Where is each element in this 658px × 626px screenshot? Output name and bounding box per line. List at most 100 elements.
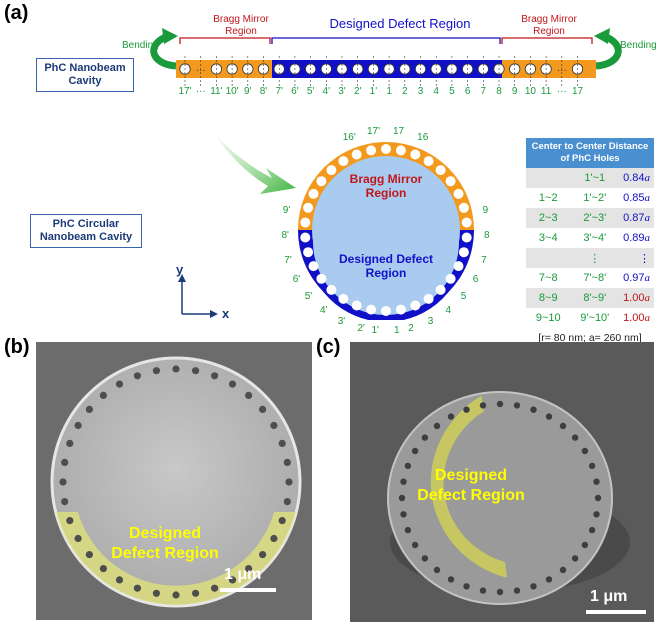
nanobeam-line2: Cavity xyxy=(68,75,102,87)
ring-index-label: 4' xyxy=(319,305,328,317)
sem-c-hole xyxy=(588,462,596,470)
table-cell-pair-prime: 7'~8' xyxy=(583,272,607,284)
sem-c-defect-highlight xyxy=(430,395,508,578)
sem-b-hole xyxy=(61,498,69,506)
sem-b-hole xyxy=(192,589,200,597)
sem-c-scale-label: 1 μm xyxy=(590,588,628,605)
sem-c-hole xyxy=(581,541,589,549)
sem-c-hole xyxy=(447,576,455,583)
ring-hole xyxy=(308,188,319,199)
table-cell-pair-prime: 8'~9' xyxy=(583,292,607,304)
ring-defect-label: Designed Defect Region xyxy=(328,252,444,280)
ring-index-label: 1' xyxy=(371,325,379,337)
sem-b-hole xyxy=(59,478,67,486)
ring-hole xyxy=(326,284,337,295)
bragg-right-line1: Bragg Mirror xyxy=(521,14,577,25)
table-cell-pair: 1~2 xyxy=(538,192,558,204)
table-cell-pair: 7~8 xyxy=(538,272,558,284)
hole-index-label: 5' xyxy=(306,86,315,97)
distance-unit: a xyxy=(644,312,651,324)
sem-c-hole xyxy=(571,555,579,562)
hole-index-label: 4' xyxy=(322,86,331,97)
beam-ellipsis: ··· xyxy=(196,65,206,76)
sem-c-defect-line1: Designed xyxy=(434,467,507,484)
ring-hole xyxy=(300,217,311,228)
sem-b-hole xyxy=(66,439,74,447)
nanobeam-diagram: ··· ··· xyxy=(150,28,622,88)
distance-unit: a xyxy=(644,192,651,204)
sem-c-hole xyxy=(447,413,455,420)
sem-b-defect-line1: Designed xyxy=(128,525,201,542)
sem-c-hole xyxy=(571,434,579,441)
ring-hole xyxy=(458,202,469,213)
sem-b-hole xyxy=(192,367,200,375)
sem-c-hole xyxy=(421,555,429,562)
sem-b-hole xyxy=(228,576,237,584)
sem-c-hole xyxy=(545,576,553,583)
sem-b-hole xyxy=(115,576,124,584)
ring-hole xyxy=(381,306,391,316)
y-axis-arrowhead xyxy=(178,274,186,282)
table-cell-distance: 0.84a xyxy=(619,168,654,188)
table-cell-pair: 8~9 xyxy=(538,292,558,304)
ring-index-label: 3' xyxy=(337,315,346,327)
sem-c-hole xyxy=(559,422,567,430)
nanobeam-cavity-box: PhC Nanobeam Cavity xyxy=(36,58,134,92)
ring-hole xyxy=(351,149,362,160)
beam-ellipsis: ··· xyxy=(557,65,567,76)
transform-arrow xyxy=(216,136,296,194)
sem-c-defect-line2: Defect Region xyxy=(417,487,525,504)
hole-index-label: 9' xyxy=(244,86,252,97)
hole-index-label: 2' xyxy=(353,86,362,97)
y-axis-label: y xyxy=(176,262,184,277)
bragg-left-line2: Region xyxy=(225,26,257,37)
distance-value: 0.89 xyxy=(623,232,645,244)
sem-b-holes xyxy=(59,365,293,599)
ring-hole xyxy=(410,300,421,311)
sem-c-hole xyxy=(479,587,487,594)
bending-right-arrowhead xyxy=(594,28,610,44)
ring-defect-line1: Designed Defect xyxy=(338,252,434,266)
sem-b-hole xyxy=(85,551,93,559)
sem-b-hole xyxy=(133,372,141,380)
sem-c-hole xyxy=(594,494,602,502)
ring-hole xyxy=(453,261,464,272)
distance-value: 1.00 xyxy=(623,292,645,304)
ring-hole xyxy=(316,273,327,284)
sem-b-hole xyxy=(228,380,237,388)
ring-hole xyxy=(423,156,434,167)
sem-b-hole xyxy=(133,584,141,592)
sem-b-hole xyxy=(115,380,124,388)
ring-hole xyxy=(395,145,406,156)
sem-b-hole xyxy=(152,367,160,375)
sem-b-hole xyxy=(74,534,82,543)
hole-index-label: 10 xyxy=(524,86,536,97)
defect-title: Designed Defect Region xyxy=(329,16,471,31)
x-axis-label: x xyxy=(222,306,230,321)
ring-hole xyxy=(453,188,464,199)
ring-hole xyxy=(338,156,349,167)
ring-hole xyxy=(461,217,472,228)
ring-defect-line2: Region xyxy=(365,266,407,280)
ring-hole xyxy=(351,300,362,311)
sem-b-hole xyxy=(245,565,253,573)
hole-index-label: 8 xyxy=(496,86,502,97)
ring-hole xyxy=(445,273,456,284)
table-cell-pair-prime: 1'~2' xyxy=(583,192,607,204)
table-cell-pair xyxy=(526,248,571,268)
sem-b-defect-highlight xyxy=(56,512,296,605)
sem-c-hole xyxy=(588,526,596,534)
ring-index-label: 8 xyxy=(483,230,490,242)
bending-right-arrow xyxy=(595,32,622,70)
bending-left-arrow xyxy=(150,32,177,70)
ring-index-label: 5' xyxy=(304,290,313,302)
sem-c-drawing xyxy=(387,391,630,605)
ring-index-label: 16 xyxy=(417,132,429,144)
table-cell-distance: 0.87a xyxy=(619,208,654,228)
table-cell-pair: 9~10 xyxy=(535,312,561,324)
sem-c-hole xyxy=(421,434,429,441)
ring-hole xyxy=(316,176,327,187)
panel-c-label: (c) xyxy=(316,336,341,358)
